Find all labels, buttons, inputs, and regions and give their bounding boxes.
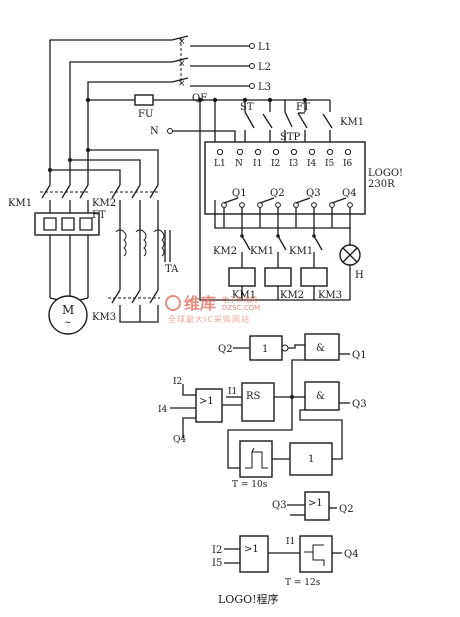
svg-text:×: × bbox=[178, 59, 186, 69]
timer-1-setting: T = 10s bbox=[232, 480, 268, 490]
out-contact-km1b-label: KM1 bbox=[289, 246, 313, 257]
timer-block-2 bbox=[299, 535, 333, 573]
rs-block bbox=[241, 382, 275, 422]
controller-terminals bbox=[216, 148, 352, 156]
timer-2-setting: T = 12s bbox=[285, 578, 321, 588]
input-switches bbox=[244, 100, 333, 152]
terminal-i2: I2 bbox=[271, 159, 280, 169]
coil-km3 bbox=[300, 267, 328, 287]
prog-q1-out: Q1 bbox=[352, 350, 367, 361]
or-block-2 bbox=[304, 491, 330, 521]
not-block bbox=[249, 335, 283, 361]
thermal-contact-label: FT bbox=[296, 102, 310, 113]
watermark: 维库 电子市场网 DZSC.COM 全球最大IC采购网站 bbox=[165, 294, 260, 324]
motor-km1-label: KM1 bbox=[8, 198, 32, 209]
not-block-symbol: 1 bbox=[262, 344, 268, 355]
not-block-2 bbox=[289, 442, 333, 476]
terminal-i5: I5 bbox=[325, 159, 335, 169]
rs-block-symbol: RS bbox=[246, 391, 261, 402]
or-block-3 bbox=[239, 535, 269, 573]
lamp-label: H bbox=[355, 270, 364, 281]
fuse-label: FU bbox=[138, 109, 153, 120]
terminal-i3: I3 bbox=[289, 159, 299, 169]
or-block-1-symbol: >1 bbox=[199, 396, 214, 407]
out-contact-km1-label: KM1 bbox=[250, 246, 274, 257]
motor-main-circuit bbox=[34, 148, 171, 323]
out-contact-km2-label: KM2 bbox=[213, 246, 237, 257]
or-block-3-symbol: >1 bbox=[244, 544, 259, 555]
coil-km1-label: KM1 bbox=[232, 290, 256, 301]
timer-block-1 bbox=[239, 440, 273, 478]
terminal-i1: I1 bbox=[253, 159, 262, 169]
terminal-l1: L1 bbox=[214, 159, 226, 169]
terminal-i4: I4 bbox=[307, 159, 317, 169]
logo-controller-box bbox=[204, 141, 366, 215]
phase-l1-label: L1 bbox=[258, 42, 271, 53]
prog-i1-ref-2: I1 bbox=[286, 537, 295, 547]
svg-text:×: × bbox=[178, 37, 186, 47]
prog-q3-ref: Q3 bbox=[272, 500, 287, 511]
watermark-tagline: 全球最大IC采购网站 bbox=[168, 314, 250, 324]
fuse-symbol bbox=[134, 94, 154, 106]
neutral-label: N bbox=[150, 126, 159, 137]
prog-i1-ref: I1 bbox=[228, 387, 237, 397]
motor-label: M bbox=[62, 303, 74, 317]
phase-l2-label: L2 bbox=[258, 62, 271, 73]
and-block-2 bbox=[304, 381, 340, 411]
controller-name: LOGO! bbox=[368, 168, 403, 179]
prog-i2-ref-2: I2 bbox=[212, 545, 222, 556]
svg-text:×: × bbox=[178, 79, 186, 89]
ta-label: TA bbox=[165, 264, 179, 275]
terminal-i6: I6 bbox=[343, 159, 353, 169]
phase-l3-label: L3 bbox=[258, 82, 271, 93]
control-bus bbox=[85, 94, 330, 200]
output-wiring bbox=[214, 200, 351, 268]
output-q3-label: Q3 bbox=[306, 188, 321, 199]
terminal-n: N bbox=[235, 159, 243, 169]
output-terminals bbox=[221, 197, 353, 208]
output-q2-label: Q2 bbox=[270, 188, 285, 199]
and-block-2-symbol: & bbox=[316, 391, 325, 402]
coil-km1 bbox=[228, 267, 256, 287]
coil-km3-label: KM3 bbox=[318, 290, 342, 301]
prog-q4-ref: Q4 bbox=[173, 435, 186, 445]
prog-q3-out: Q3 bbox=[352, 399, 367, 410]
controller-model: 230R bbox=[368, 179, 395, 190]
watermark-brand: 维库 bbox=[184, 294, 216, 313]
watermark-site: DZSC.COM bbox=[222, 304, 260, 312]
output-q1-label: Q1 bbox=[232, 188, 247, 199]
output-q4-label: Q4 bbox=[342, 188, 357, 199]
motor-ac-label: ~ bbox=[64, 318, 72, 328]
prog-i5-ref: I5 bbox=[212, 558, 222, 569]
motor-ft-label: FT bbox=[92, 210, 106, 221]
prog-i2-ref: I2 bbox=[173, 377, 182, 387]
start-button-label: ST bbox=[240, 102, 254, 113]
stop-button-label: STP bbox=[280, 132, 301, 143]
prog-q2-ref: Q2 bbox=[218, 344, 233, 355]
prog-q2-out: Q2 bbox=[339, 504, 354, 515]
coil-km2-label: KM2 bbox=[280, 290, 304, 301]
km1-contact-label: KM1 bbox=[340, 117, 364, 128]
watermark-sub: 电子市场网 bbox=[222, 295, 257, 304]
program-caption: LOGO!程序 bbox=[218, 592, 279, 606]
and-block-1 bbox=[304, 333, 340, 361]
coil-km2 bbox=[264, 267, 292, 287]
prog-q4-out: Q4 bbox=[344, 549, 359, 560]
motor-km3-label: KM3 bbox=[92, 312, 116, 323]
and-block-1-symbol: & bbox=[316, 343, 325, 354]
or-block-2-symbol: >1 bbox=[308, 498, 323, 509]
prog-i4-ref: I4 bbox=[158, 405, 168, 415]
not-block-2-symbol: 1 bbox=[308, 454, 314, 465]
motor-km2-label: KM2 bbox=[92, 198, 116, 209]
motor-symbol bbox=[48, 295, 88, 335]
